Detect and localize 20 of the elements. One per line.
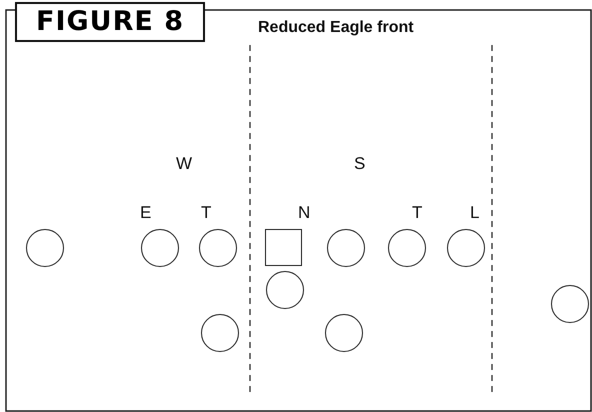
player-circle — [26, 229, 64, 267]
player-circle — [551, 285, 589, 323]
formation-caption: Reduced Eagle front — [258, 20, 414, 36]
player-circle — [199, 229, 237, 267]
player-circle — [141, 229, 179, 267]
player-circle — [388, 229, 426, 267]
player-circle — [201, 314, 239, 352]
player-circle — [266, 271, 304, 309]
player-circle — [327, 229, 365, 267]
position-letter: S — [354, 155, 366, 172]
player-circle — [325, 314, 363, 352]
position-letter: E — [140, 204, 152, 221]
position-letter: L — [470, 204, 480, 221]
position-letter: W — [176, 155, 192, 172]
position-letter: T — [201, 204, 212, 221]
position-letter: T — [412, 204, 422, 221]
position-letter: N — [298, 204, 310, 221]
player-square — [264, 228, 302, 266]
player-circle — [447, 229, 485, 267]
figure-title: FIGURE 8 — [15, 2, 205, 42]
